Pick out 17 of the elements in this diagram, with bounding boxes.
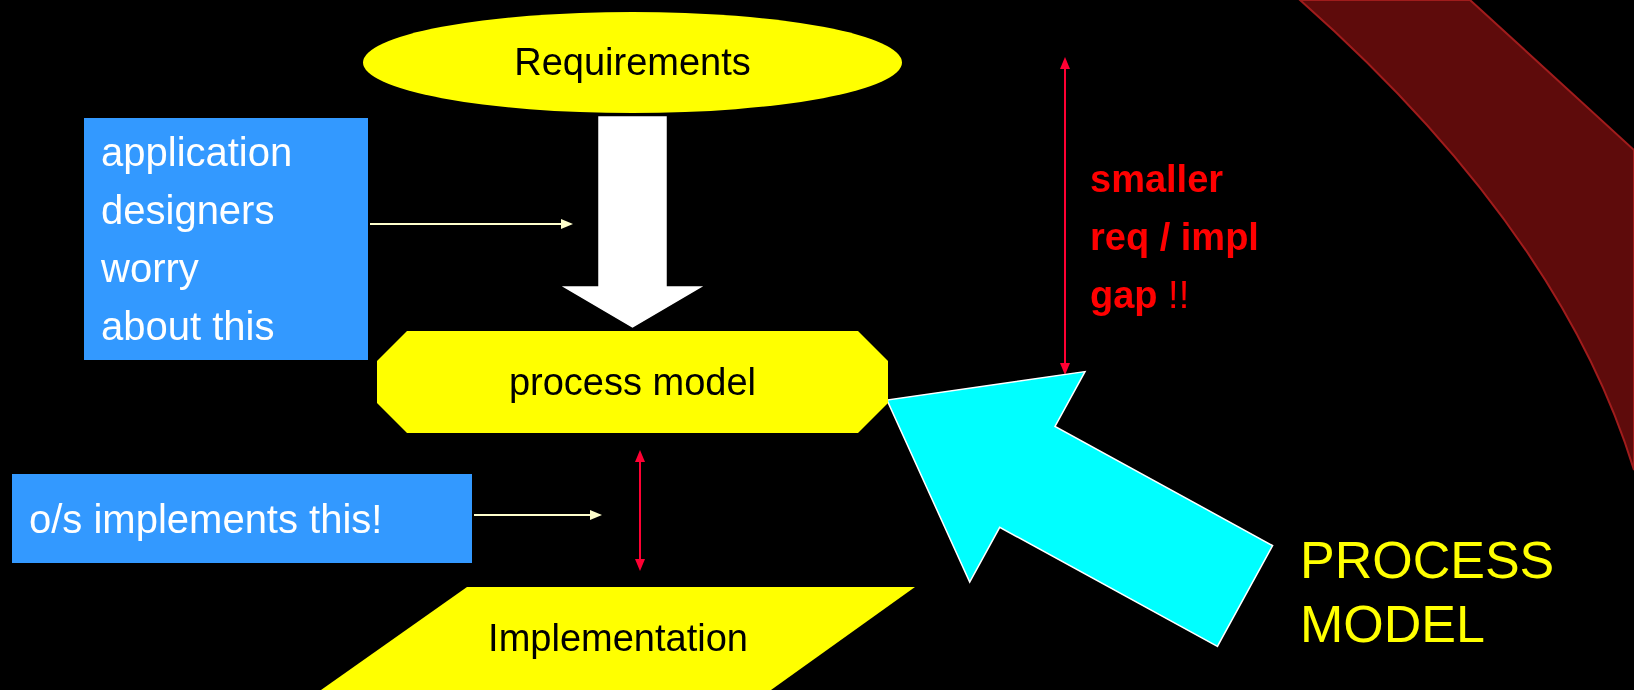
node-label: Implementation [488,616,748,661]
note-box [84,118,368,360]
block-arrow [561,116,704,328]
node-label: o/s implements this! [29,495,383,543]
note-box [12,474,472,563]
ellipse-node [363,12,902,113]
arrow [473,510,602,520]
node-label: application designers worry about this [101,129,294,350]
node-label: Requirements [514,40,751,85]
octagon-node [377,331,888,433]
node-label: process model [508,359,757,405]
block-arrow [885,370,1274,648]
arrow [635,450,645,571]
annotation-text: smaller req / impl gap !! [1090,157,1260,318]
arrow [369,219,573,229]
parallelogram-node [321,587,915,690]
node-label: PROCESS MODEL [1300,530,1556,655]
